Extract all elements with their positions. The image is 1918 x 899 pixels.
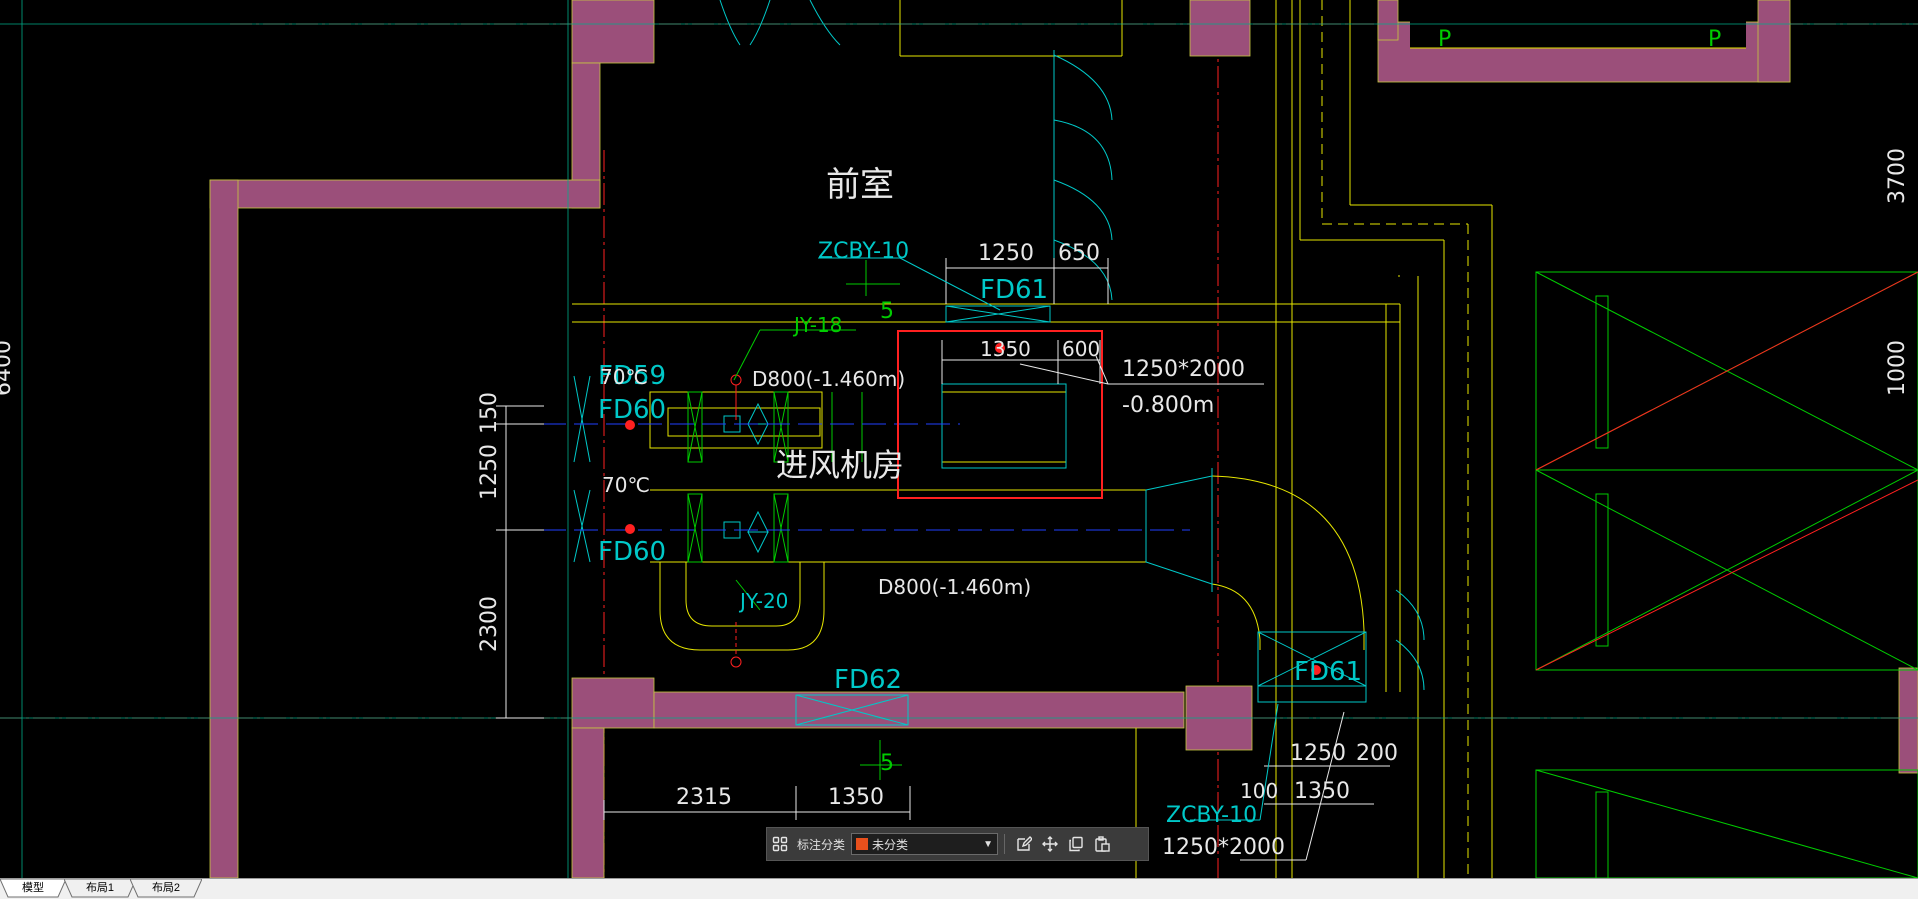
markers (625, 343, 1321, 675)
dim-text: 2300 (477, 596, 502, 652)
boundary-lines (572, 0, 1746, 878)
equip-label: JY-20 (738, 589, 788, 613)
drawing-text: 前室 进风机房 ZCBY-10 FD61 JY-18 FD59 FD60 JY-… (0, 27, 1910, 860)
category-select[interactable]: 未分类 ▼ (851, 833, 999, 855)
grid-icon[interactable] (767, 831, 793, 857)
edit-icon[interactable] (1011, 831, 1037, 857)
layout-tab-bar: 模型 布局1 布局2 (0, 878, 1918, 899)
dim-text: 1250 (1290, 741, 1346, 766)
equip-label: ZCBY-10 (818, 239, 909, 264)
equip-label: FD62 (834, 665, 902, 695)
chevron-down-icon: ▼ (983, 838, 994, 850)
dim-text: 1250 (477, 444, 502, 500)
dim-text: 600 (1062, 337, 1100, 361)
duct-label: -0.800m (1122, 393, 1214, 418)
tab-label: 模型 (22, 882, 44, 894)
cad-drawing-canvas[interactable]: 前室 进风机房 ZCBY-10 FD61 JY-18 FD59 FD60 JY-… (0, 0, 1918, 878)
equip-label: FD60 (598, 395, 666, 425)
tab-label: 布局2 (151, 882, 181, 894)
duct-label: 1250*2000 (1162, 835, 1285, 860)
dashed-yellow-lines (1321, 0, 1469, 878)
annotation-toolbar: 标注分类 未分类 ▼ (766, 827, 1149, 861)
marker-rings (730, 374, 742, 668)
dim-text: 1350 (980, 337, 1031, 361)
dim-text: 2315 (676, 785, 732, 810)
equip-label: FD61 (980, 275, 1048, 305)
category-label: 标注分类 (797, 837, 846, 852)
walls (209, 0, 1918, 878)
dim-text: 100 (1240, 779, 1278, 803)
tab-layout2[interactable]: 布局2 (130, 879, 202, 898)
move-icon[interactable] (1037, 831, 1063, 857)
dim-text: 3700 (1885, 148, 1910, 204)
leader-lines (733, 260, 902, 780)
duct-label: D800(-1.460m) (752, 367, 905, 391)
dimension-lines (496, 258, 1390, 861)
parking-mark: P (1438, 27, 1451, 52)
duct-label: D800(-1.460m) (878, 575, 1031, 599)
parking-mark: P (1708, 27, 1721, 52)
equip-label: JY-18 (792, 313, 842, 337)
selection-box[interactable] (897, 330, 1103, 499)
category-selected-value: 未分类 (872, 837, 909, 852)
copy-icon[interactable] (1063, 831, 1089, 857)
tab-label: 布局1 (85, 882, 115, 894)
dim-text: 6400 (0, 340, 16, 396)
toolbar-divider (1004, 834, 1006, 854)
room-label-front-room: 前室 (826, 165, 894, 205)
dim-text: 5 (880, 299, 894, 324)
tab-layout1[interactable]: 布局1 (64, 879, 136, 898)
dim-text: 150 (477, 392, 502, 434)
equip-label: FD61 (1294, 657, 1362, 687)
category-swatch (856, 838, 869, 850)
equip-label: ZCBY-10 (1166, 803, 1257, 828)
dim-text: 5 (880, 751, 894, 776)
filters (687, 391, 863, 563)
duct-centerlines (510, 423, 1190, 531)
paste-icon[interactable] (1089, 831, 1115, 857)
cyan-leaders (818, 257, 1279, 821)
tab-model[interactable]: 模型 (0, 879, 66, 898)
temp-label: 70℃ (602, 473, 650, 497)
dim-text: 1350 (828, 785, 884, 810)
temp-label: 70℃ (600, 365, 648, 389)
room-label-air-intake: 进风机房 (776, 446, 904, 484)
duct-label: 1250*2000 (1122, 357, 1245, 382)
equip-label: FD59 (598, 361, 666, 391)
dim-text: 200 (1356, 741, 1398, 766)
equip-label: FD60 (598, 537, 666, 567)
dim-text: 1350 (1294, 779, 1350, 804)
dim-text: 650 (1058, 241, 1100, 266)
guide-lines (0, 0, 1918, 878)
dim-text: 1000 (1885, 340, 1910, 396)
dim-text: 1250 (978, 241, 1034, 266)
red-diagonals (1535, 271, 1918, 671)
